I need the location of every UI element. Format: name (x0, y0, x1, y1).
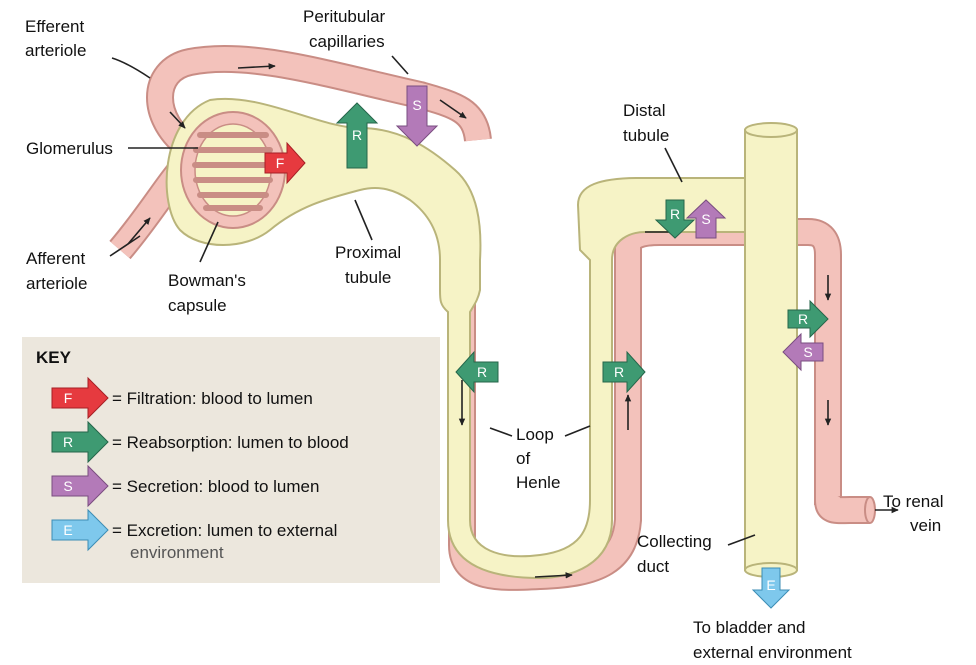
svg-text:F: F (276, 155, 285, 171)
key-text-reabsorption: = Reabsorption: lumen to blood (112, 433, 349, 452)
svg-text:To renal: To renal (883, 492, 943, 511)
svg-text:vein: vein (910, 516, 941, 535)
svg-text:Peritubular: Peritubular (303, 7, 386, 26)
svg-text:capsule: capsule (168, 296, 227, 315)
key-letter-e: E (63, 522, 72, 538)
svg-text:capillaries: capillaries (309, 32, 385, 51)
svg-text:S: S (701, 211, 710, 227)
svg-text:R: R (614, 364, 624, 380)
svg-text:arteriole: arteriole (26, 274, 87, 293)
svg-text:R: R (477, 364, 487, 380)
svg-text:of: of (516, 449, 530, 468)
key-text-excretion-2: environment (130, 543, 224, 562)
svg-text:S: S (803, 344, 812, 360)
label-to-renal-vein: To renal vein (883, 492, 943, 535)
label-to-bladder: To bladder and external environment (693, 618, 852, 662)
svg-text:Proximal: Proximal (335, 243, 401, 262)
key-background (22, 337, 440, 583)
svg-text:tubule: tubule (345, 268, 391, 287)
svg-text:R: R (798, 311, 808, 327)
label-efferent-arteriole: Efferent arteriole (25, 17, 86, 60)
renal-vein-opening (865, 497, 875, 523)
label-distal-tubule: Distal tubule (623, 101, 669, 145)
svg-text:Distal: Distal (623, 101, 666, 120)
label-peritubular-capillaries: Peritubular capillaries (303, 7, 386, 51)
label-afferent-arteriole: Afferent arteriole (26, 249, 87, 293)
svg-text:Loop: Loop (516, 425, 554, 444)
svg-text:Bowman's: Bowman's (168, 271, 246, 290)
svg-text:external environment: external environment (693, 643, 852, 662)
key-letter-s: S (63, 478, 72, 494)
svg-text:R: R (352, 127, 362, 143)
key-text-excretion: = Excretion: lumen to external (112, 521, 337, 540)
svg-text:Collecting: Collecting (637, 532, 712, 551)
key-letter-r: R (63, 434, 73, 450)
label-proximal-tubule: Proximal tubule (335, 243, 401, 287)
svg-text:Henle: Henle (516, 473, 560, 492)
label-collecting-duct: Collecting duct (637, 532, 712, 576)
svg-text:R: R (670, 206, 680, 222)
key-letter-f: F (64, 390, 73, 406)
svg-text:duct: duct (637, 557, 669, 576)
label-loop-of-henle: Loop of Henle (516, 425, 560, 492)
svg-text:Afferent: Afferent (26, 249, 86, 268)
key-title: KEY (36, 348, 72, 367)
svg-text:Efferent: Efferent (25, 17, 85, 36)
svg-text:tubule: tubule (623, 126, 669, 145)
svg-text:arteriole: arteriole (25, 41, 86, 60)
key-text-secretion: = Secretion: blood to lumen (112, 477, 319, 496)
label-glomerulus: Glomerulus (26, 139, 113, 158)
label-bowmans-capsule: Bowman's capsule (168, 271, 246, 315)
svg-text:To bladder and: To bladder and (693, 618, 805, 637)
key-text-filtration: = Filtration: blood to lumen (112, 389, 313, 408)
svg-text:S: S (412, 97, 421, 113)
svg-text:E: E (766, 577, 775, 593)
key-panel: KEY F = Filtration: blood to lumen R = R… (22, 337, 440, 583)
